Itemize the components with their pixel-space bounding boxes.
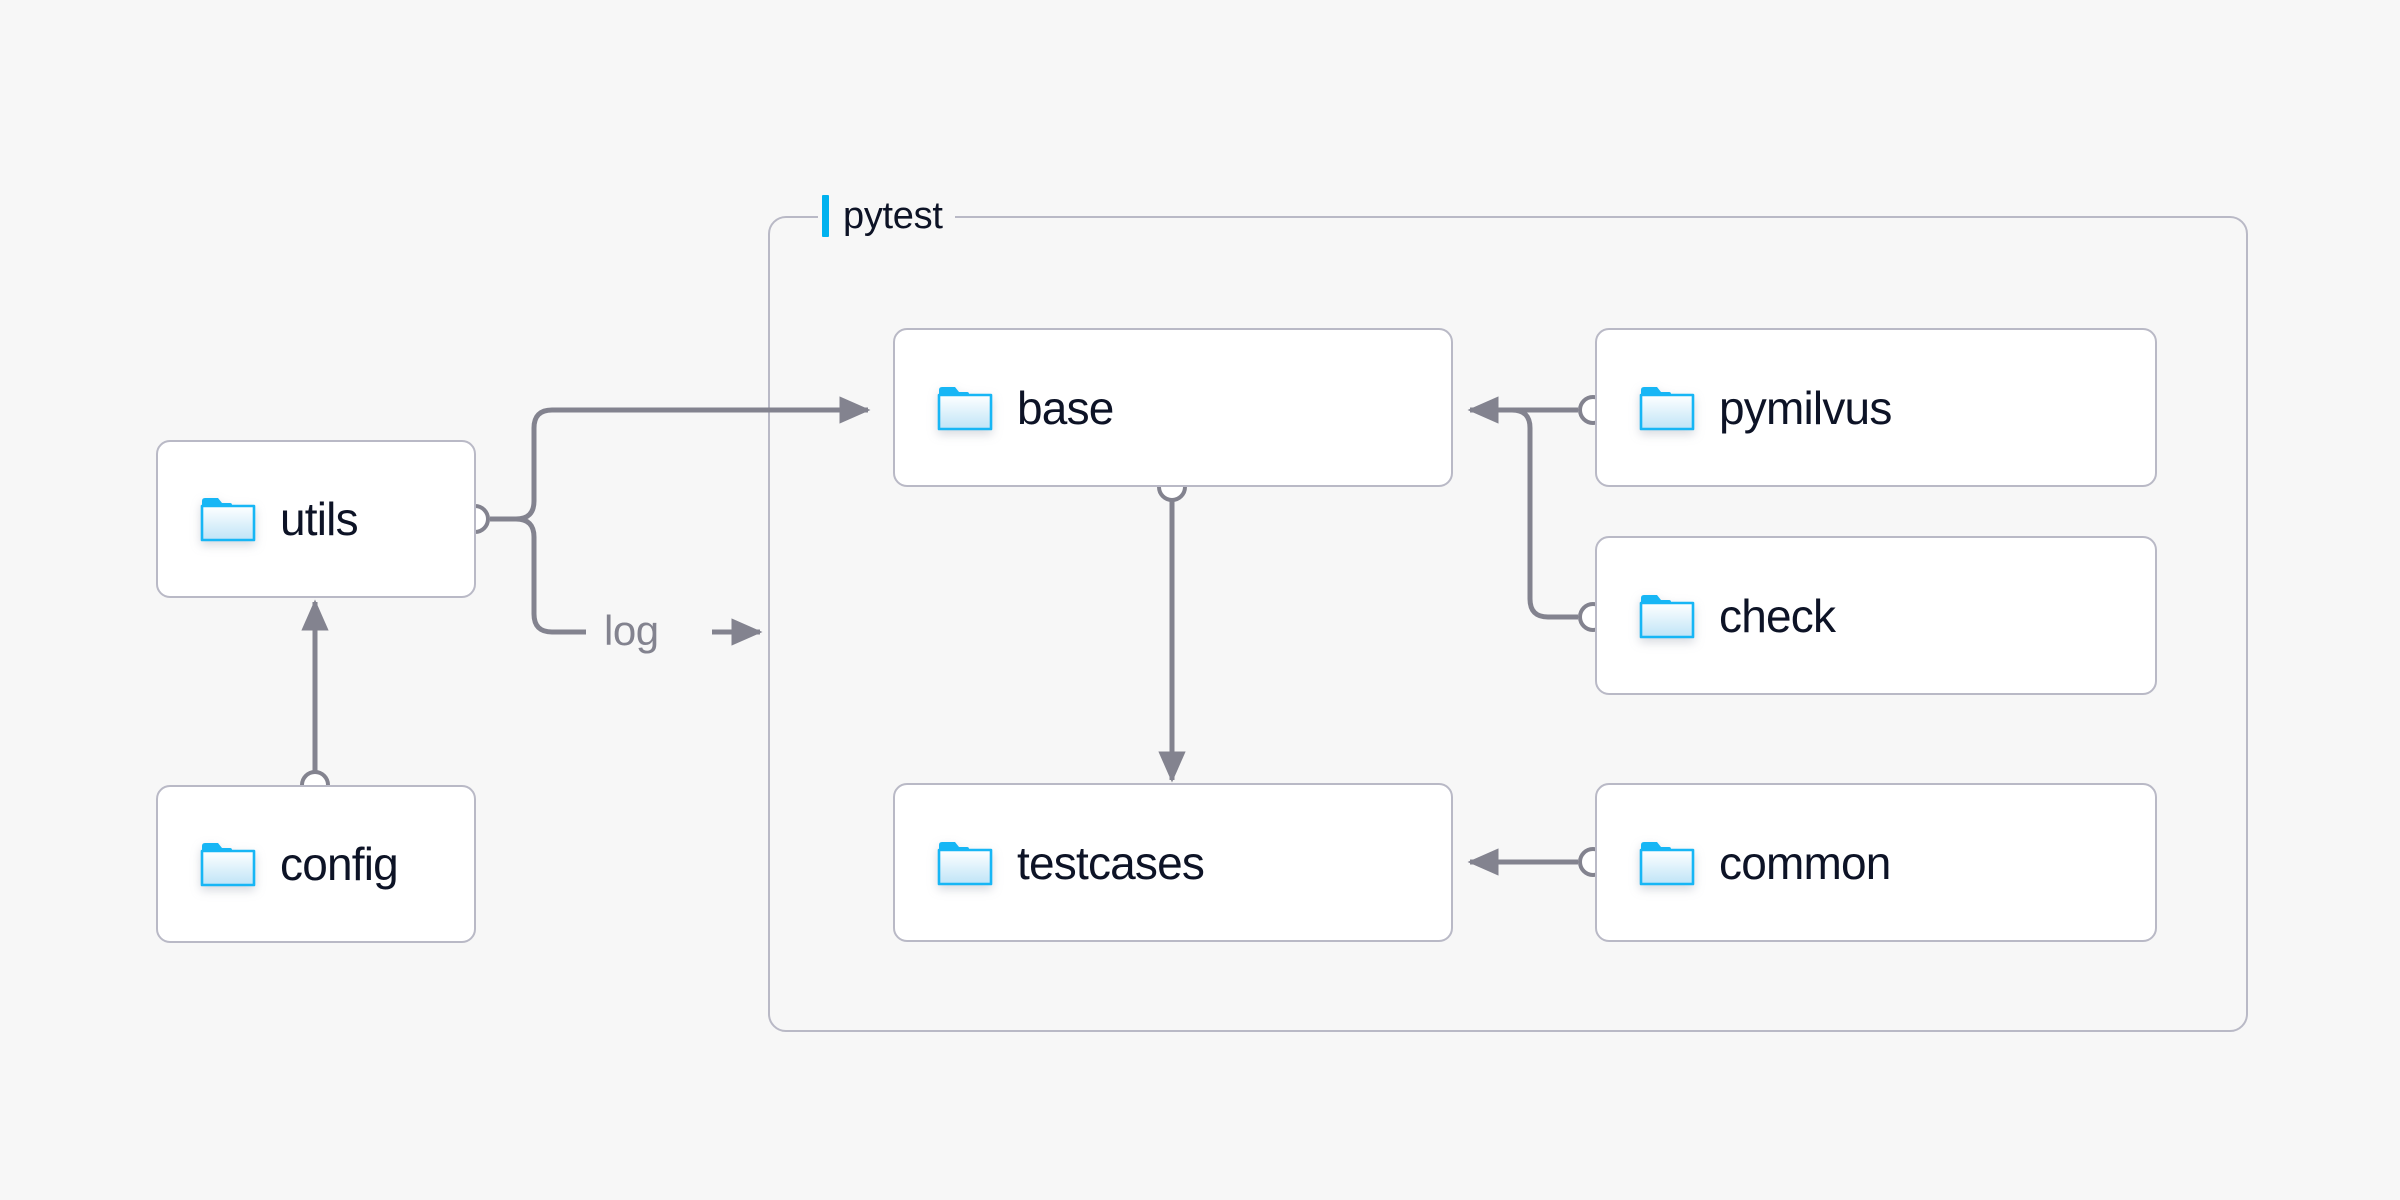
folder-icon — [200, 843, 256, 887]
node-utils[interactable]: utils — [156, 440, 476, 598]
node-utils-label: utils — [280, 493, 359, 545]
node-common[interactable]: common — [1595, 783, 2157, 942]
folder-icon — [1639, 594, 1695, 638]
node-testcases-label: testcases — [1017, 836, 1205, 889]
group-pytest-title: pytest — [843, 195, 943, 237]
edge-utils-log — [490, 516, 586, 635]
group-pytest-label: pytest — [818, 193, 955, 239]
node-config[interactable]: config — [156, 785, 476, 943]
folder-icon — [1639, 841, 1695, 885]
node-config-label: config — [280, 838, 399, 890]
node-testcases[interactable]: testcases — [893, 783, 1453, 942]
folder-icon — [200, 498, 256, 542]
node-common-label: common — [1719, 836, 1891, 889]
node-base-label: base — [1017, 381, 1114, 434]
edge-label-log: log — [604, 607, 659, 654]
accent-bar-icon — [822, 195, 829, 237]
folder-icon — [937, 841, 993, 885]
node-check-label: check — [1719, 589, 1836, 642]
folder-icon — [937, 386, 993, 430]
node-pymilvus[interactable]: pymilvus — [1595, 328, 2157, 487]
node-pymilvus-label: pymilvus — [1719, 381, 1892, 434]
folder-icon — [1639, 386, 1695, 430]
group-pytest[interactable] — [768, 216, 2248, 1032]
node-check[interactable]: check — [1595, 536, 2157, 695]
node-base[interactable]: base — [893, 328, 1453, 487]
